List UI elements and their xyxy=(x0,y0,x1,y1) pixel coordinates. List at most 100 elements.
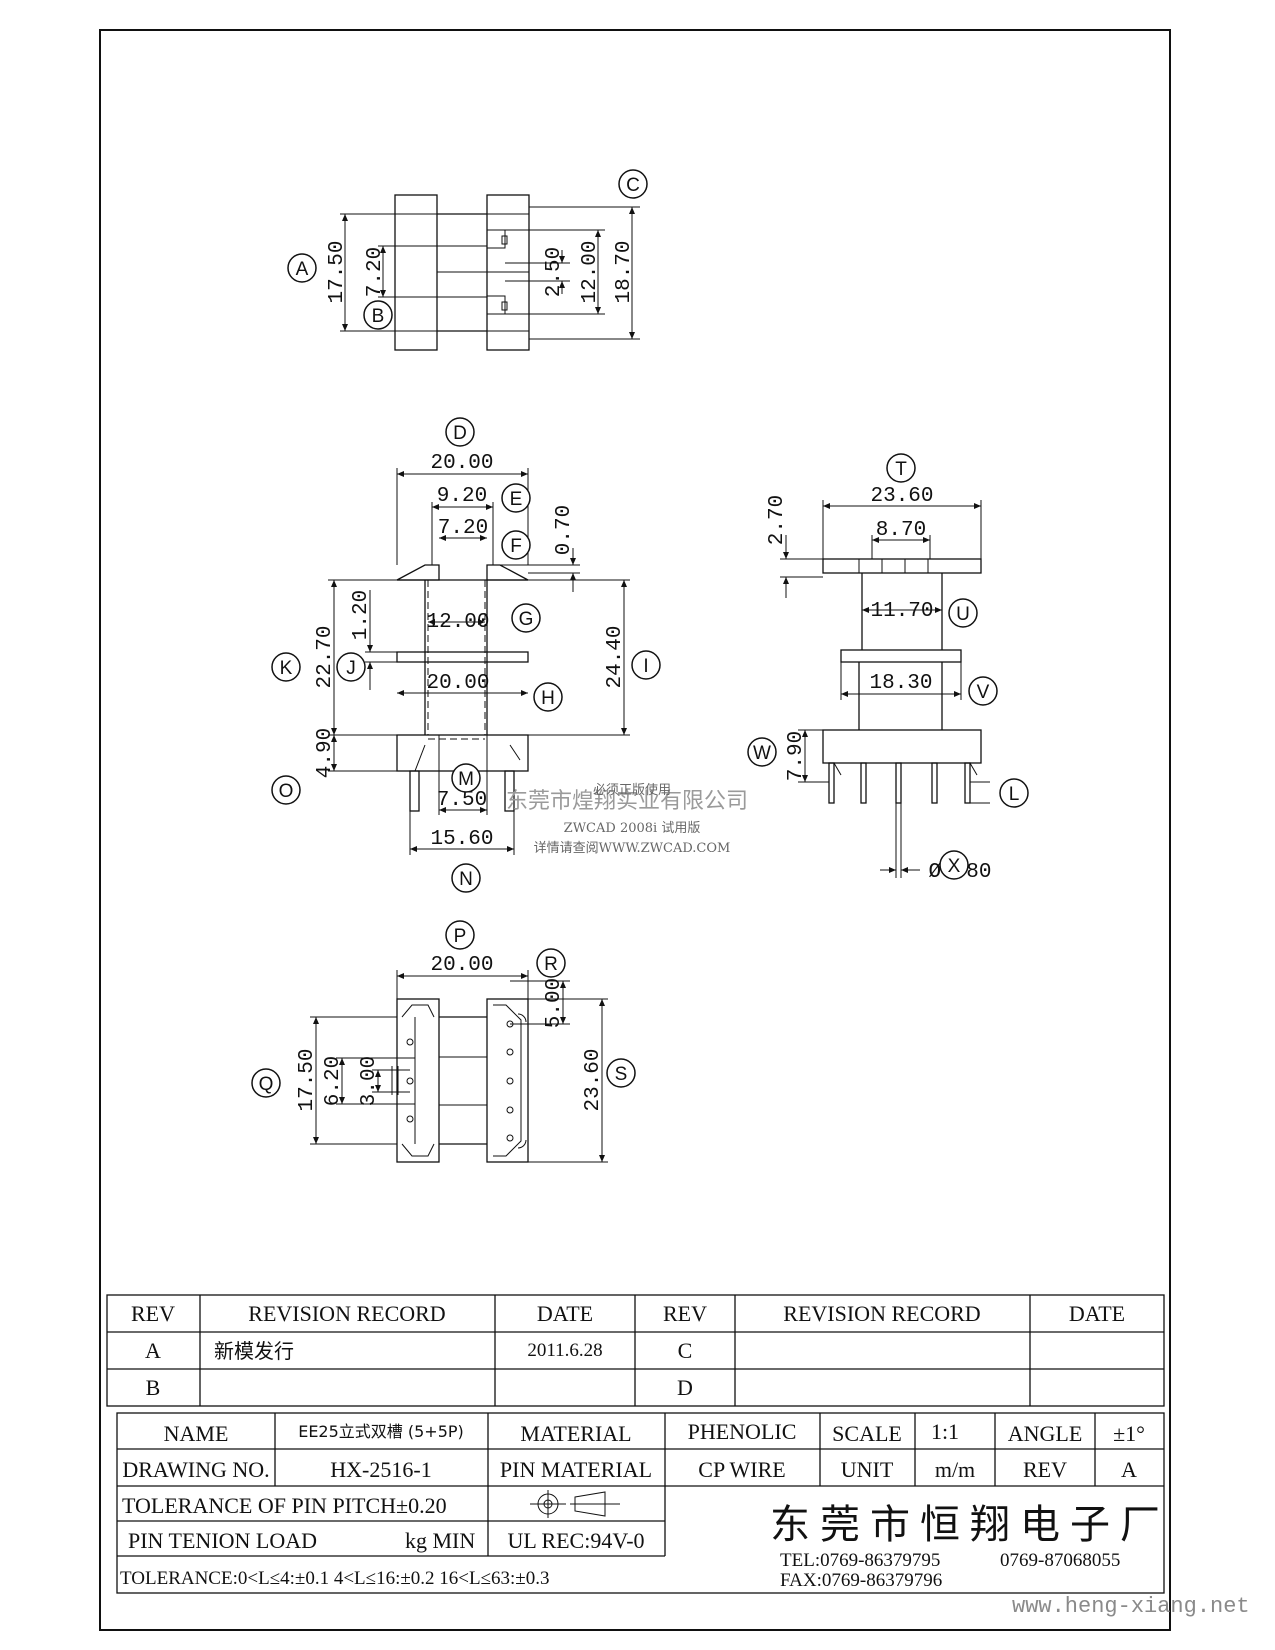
label-t: T xyxy=(886,453,916,483)
rev-header-right: REV xyxy=(663,1301,707,1326)
dim-17-50: 17.50 xyxy=(326,240,349,303)
dim-2-50: 2.50 xyxy=(543,247,566,297)
dim-t-23-60: 23.60 xyxy=(870,485,933,508)
rev-d: D xyxy=(677,1375,693,1400)
dim-n-15-60: 15.60 xyxy=(430,828,493,851)
rev-c: C xyxy=(678,1338,693,1363)
label-i: I xyxy=(631,650,661,680)
svg-text:V: V xyxy=(977,682,990,703)
pin-tension-load-unit: kg MIN xyxy=(405,1528,475,1553)
dim-p-20-00: 20.00 xyxy=(430,954,493,977)
drawing-frame xyxy=(99,29,1171,1631)
revision-record-header-right: REVISION RECORD xyxy=(783,1301,980,1326)
svg-text:N: N xyxy=(459,869,473,890)
svg-text:I: I xyxy=(643,656,648,677)
label-u: U xyxy=(948,598,978,628)
rev-a-date: 2011.6.28 xyxy=(527,1340,602,1361)
dim-i-24-40: 24.40 xyxy=(604,625,627,688)
dim-3-00: 3.00 xyxy=(358,1056,381,1106)
company-tel-2: 0769-87068055 xyxy=(1000,1550,1120,1571)
revision-table xyxy=(106,1294,1165,1407)
angle-value: ±1° xyxy=(1113,1421,1145,1446)
rev-label: REV xyxy=(1023,1457,1067,1482)
name-label: NAME xyxy=(164,1421,229,1446)
svg-text:R: R xyxy=(544,954,558,975)
svg-text:E: E xyxy=(510,489,523,510)
bottom-view xyxy=(310,970,608,1163)
label-d: D xyxy=(445,417,475,447)
label-v: V xyxy=(968,676,998,706)
svg-text:X: X xyxy=(948,856,961,877)
dim-12-00: 12.00 xyxy=(579,240,602,303)
unit-label: UNIT xyxy=(841,1457,894,1482)
svg-text:F: F xyxy=(510,536,522,557)
dim-6-20: 6.20 xyxy=(322,1056,345,1106)
dim-g-12-00: 12.00 xyxy=(426,611,489,634)
svg-text:P: P xyxy=(454,926,467,947)
svg-text:W: W xyxy=(753,743,771,764)
watermark-line2: ZWCAD 2008i 试用版 xyxy=(564,821,701,836)
svg-text:A: A xyxy=(296,259,309,280)
dim-j-1-20: 1.20 xyxy=(350,590,373,640)
watermark-company: 东莞市煌翔实业有限公司 xyxy=(506,789,748,814)
label-m: M xyxy=(451,763,481,793)
label-l: L xyxy=(999,778,1029,808)
side-view xyxy=(780,500,990,878)
svg-text:D: D xyxy=(453,423,467,444)
tolerance-ranges: TOLERANCE:0<L≤4:±0.1 4<L≤16:±0.2 16<L≤63… xyxy=(120,1568,550,1589)
date-header-left: DATE xyxy=(537,1301,593,1326)
svg-text:S: S xyxy=(615,1064,628,1085)
dim-e-9-20: 9.20 xyxy=(437,485,487,508)
dim-u-11-70: 11.70 xyxy=(870,600,933,623)
svg-text:J: J xyxy=(346,658,356,679)
title-block xyxy=(116,1412,1165,1594)
dim-q-17-50: 17.50 xyxy=(296,1048,319,1111)
svg-text:G: G xyxy=(519,609,534,630)
rev-a: A xyxy=(145,1338,161,1363)
dim-w-7-90: 7.90 xyxy=(785,731,808,781)
svg-text:U: U xyxy=(956,604,970,625)
label-h: H xyxy=(533,682,563,712)
dim-d-20-00: 20.00 xyxy=(430,452,493,475)
label-c: C xyxy=(618,169,648,199)
pin-material-value: CP WIRE xyxy=(698,1457,785,1482)
rev-header-left: REV xyxy=(131,1301,175,1326)
dim-k-22-70: 22.70 xyxy=(314,625,337,688)
dim-m-7-50: 7.50 xyxy=(437,789,487,812)
dim-s-23-60: 23.60 xyxy=(582,1048,605,1111)
watermark-line1: 必须正版使用 xyxy=(593,782,671,798)
top-view xyxy=(340,194,640,351)
material-label: MATERIAL xyxy=(520,1421,631,1446)
date-header-right: DATE xyxy=(1069,1301,1125,1326)
company-tel: TEL:0769-86379795 xyxy=(780,1550,940,1571)
label-o: O xyxy=(271,775,301,805)
svg-text:C: C xyxy=(626,175,640,196)
dim-2-70: 2.70 xyxy=(766,495,789,545)
company-name: 东莞市恒翔电子厂 xyxy=(770,1502,1170,1548)
unit-value: m/m xyxy=(935,1457,975,1482)
label-q: Q xyxy=(251,1068,281,1098)
label-g: G xyxy=(511,603,541,633)
company-fax: FAX:0769-86379796 xyxy=(780,1570,942,1591)
material-value: PHENOLIC xyxy=(688,1419,797,1444)
dim-o-4-90: 4.90 xyxy=(314,728,337,778)
website-watermark: www.heng-xiang.net xyxy=(1012,1594,1250,1619)
label-e: E xyxy=(501,483,531,513)
dim-7-20: 7.20 xyxy=(364,247,387,297)
label-b: B xyxy=(363,300,393,330)
svg-text:K: K xyxy=(280,658,293,679)
dim-h-20-00: 20.00 xyxy=(426,672,489,695)
rev-value: A xyxy=(1121,1457,1137,1482)
dim-0-70: 0.70 xyxy=(553,505,576,555)
svg-text:M: M xyxy=(458,769,474,790)
tolerance-pin-pitch: TOLERANCE OF PIN PITCH±0.20 xyxy=(122,1493,447,1518)
scale-label: SCALE xyxy=(832,1421,902,1446)
label-p: P xyxy=(445,920,475,950)
label-s: S xyxy=(606,1058,636,1088)
label-x: X xyxy=(939,850,969,880)
svg-text:B: B xyxy=(372,306,385,327)
dim-18-70: 18.70 xyxy=(613,240,636,303)
dim-v-18-30: 18.30 xyxy=(869,672,932,695)
scale-value: 1:1 xyxy=(931,1419,959,1444)
drawing-no-value: HX-2516-1 xyxy=(330,1457,431,1482)
